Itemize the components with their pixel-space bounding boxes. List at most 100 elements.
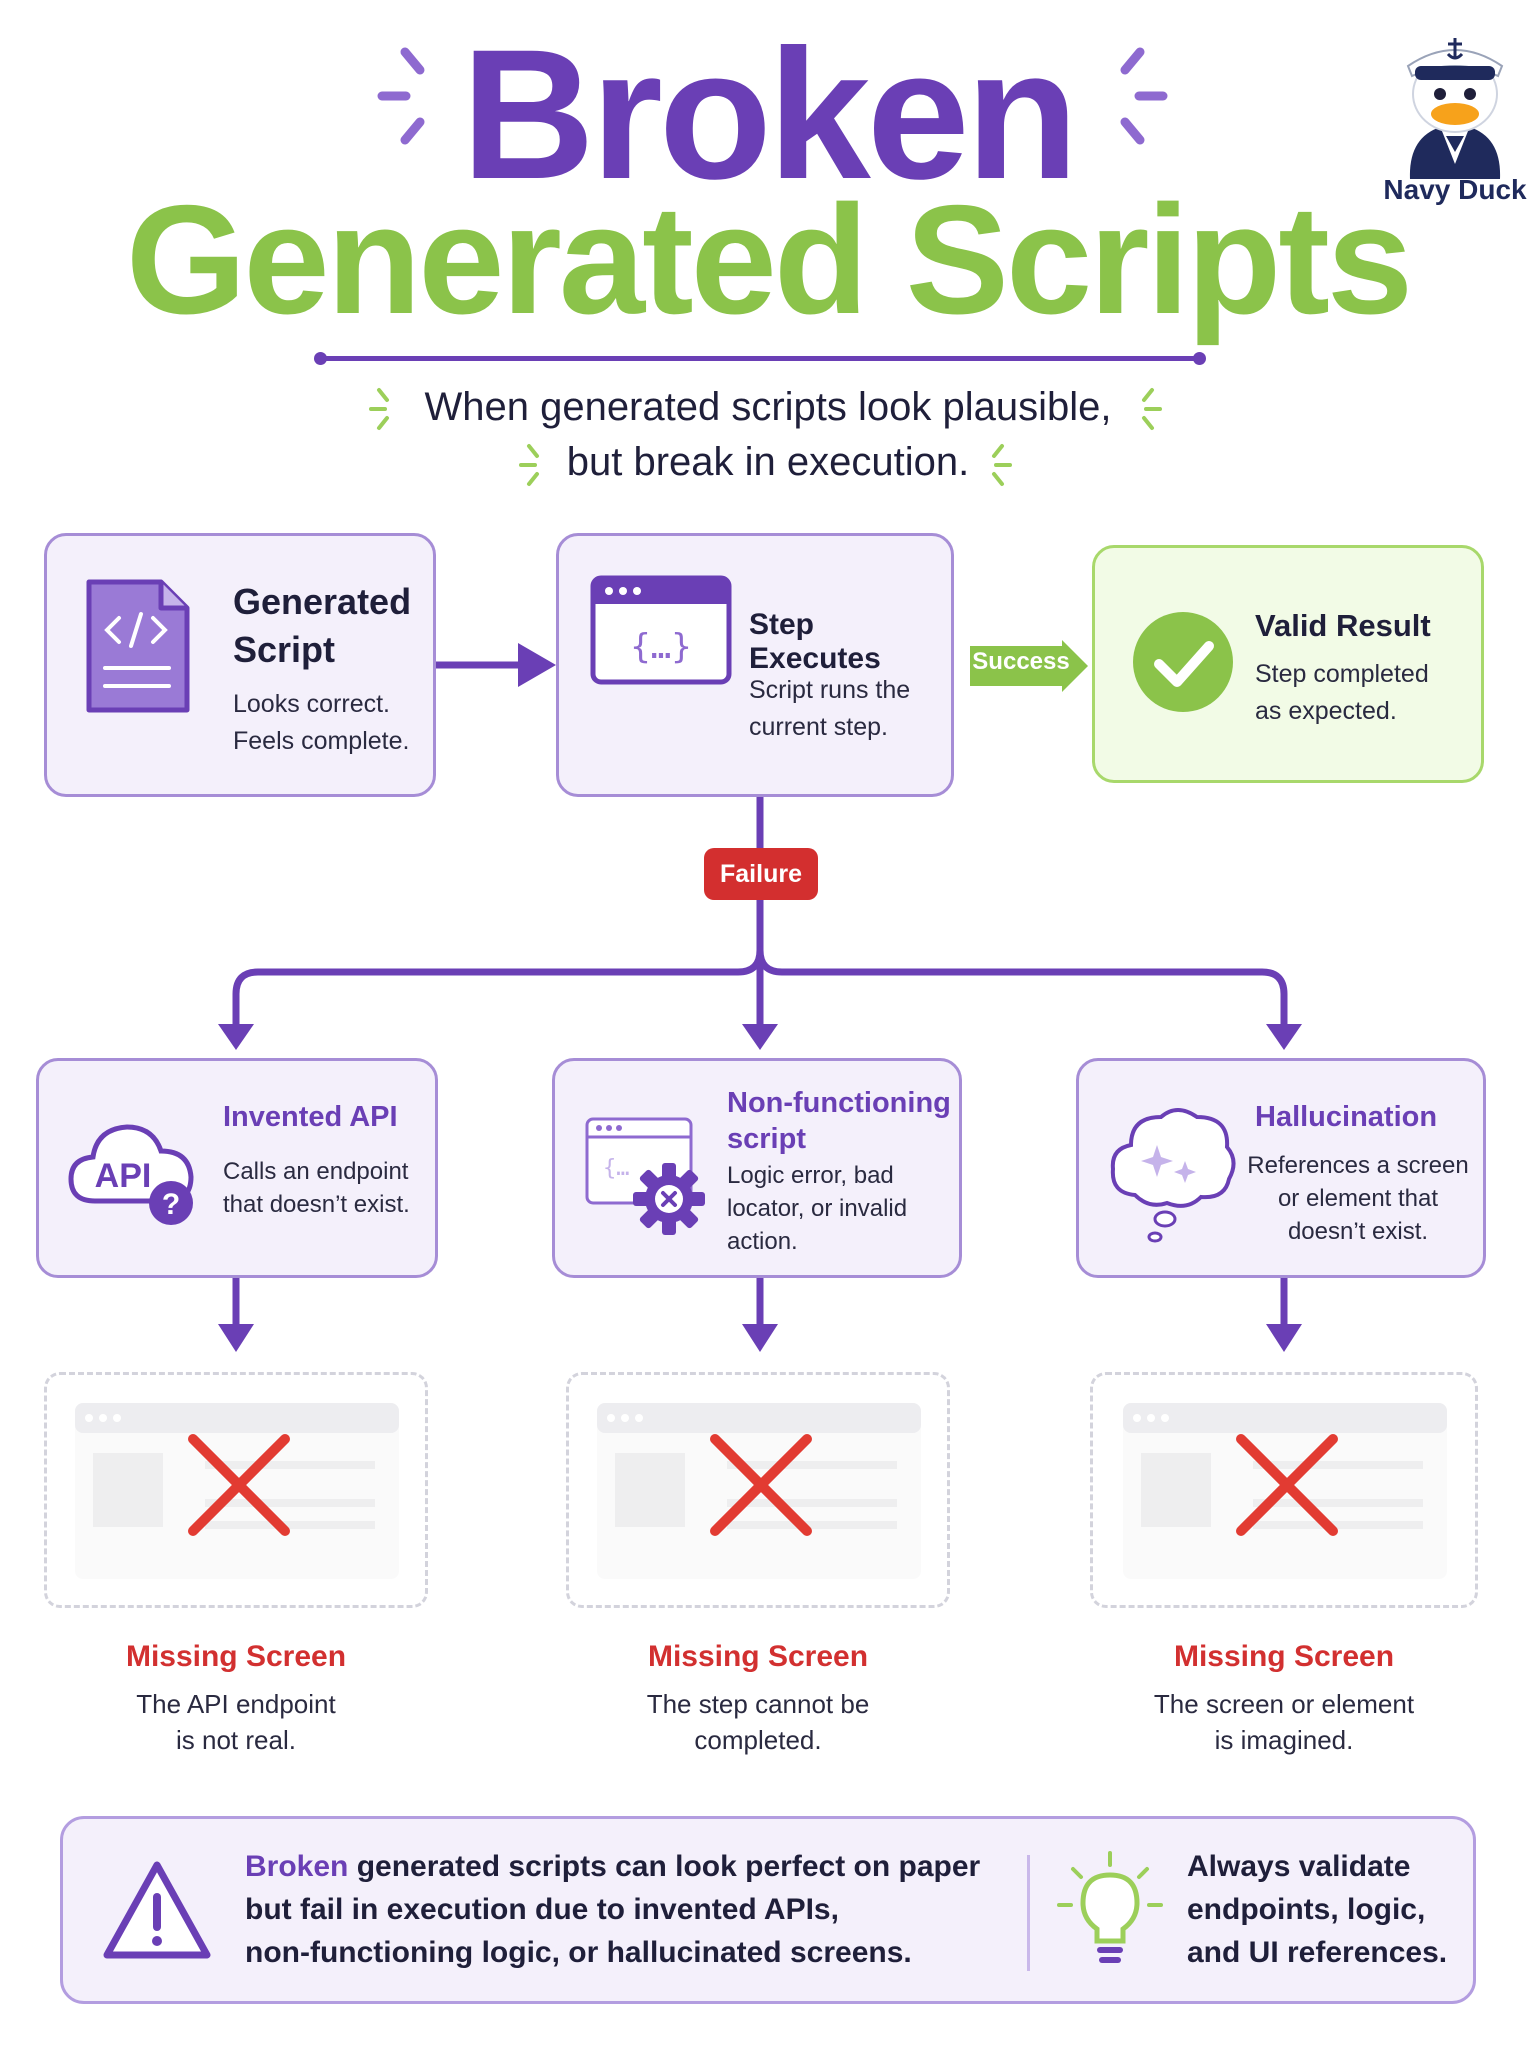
valid-text-line-2: as expected.: [1255, 697, 1397, 725]
missing-text-line-2: is not real.: [176, 1725, 296, 1755]
tip-line-2: endpoints, logic,: [1187, 1893, 1426, 1926]
hallucination-text-line-2: or element that: [1277, 1185, 1439, 1212]
invented-api-text-line-2: that doesn’t exist.: [223, 1191, 410, 1218]
missing-screen-text: The API endpoint is not real.: [36, 1686, 436, 1758]
invented-api-text-line-1: Calls an endpoint: [223, 1158, 409, 1185]
summary-line-3: non-functioning logic, or hallucinated s…: [245, 1936, 912, 1969]
missing-screen-icon: [75, 1403, 399, 1579]
step-executes-text: Script runs the current step.: [749, 672, 910, 746]
missing-screen-text: The screen or element is imagined.: [1084, 1686, 1484, 1758]
missing-screen-icon: [1123, 1403, 1447, 1579]
subtitle-line-2: but break in execution.: [566, 440, 970, 484]
navy-duck-mascot: Navy Duck: [1380, 14, 1530, 214]
callout-divider: [1027, 1855, 1030, 1971]
lightbulb-icon: [1057, 1851, 1163, 1963]
sparkle-left-icon: [377, 47, 425, 145]
title-divider: [314, 352, 1206, 365]
non-functioning-title: Non-functioning script: [727, 1085, 951, 1157]
arrow-down-icon: [218, 1324, 254, 1352]
summary-line-2: but fail in execution due to invented AP…: [245, 1893, 839, 1926]
missing-screen-icon: [597, 1403, 921, 1579]
success-arrow-icon: [970, 640, 1088, 692]
hallucination-card: Hallucination References a screen or ele…: [1076, 1058, 1486, 1278]
checkmark-icon: [1133, 612, 1233, 712]
summary-highlight: Broken: [245, 1850, 349, 1883]
api-cloud-icon: API ?: [68, 1124, 194, 1225]
step-text-line-1: Script runs the: [749, 676, 911, 704]
generated-text-line-2: Feels complete.: [233, 727, 410, 755]
valid-result-title: Valid Result: [1255, 608, 1431, 643]
generated-title-line-2: Script: [233, 629, 336, 670]
title-line-1: Broken: [461, 12, 1078, 218]
thought-cloud-icon: [1110, 1108, 1236, 1243]
non-functioning-script-card: {… Non-functioning script Logic error, b…: [552, 1058, 962, 1278]
sparkle-icon: [992, 444, 1012, 486]
arrow-down-icon: [1266, 1024, 1302, 1050]
svg-text:{…}: {…}: [630, 627, 691, 667]
non-functioning-text-line-2: locator, or invalid: [727, 1195, 908, 1222]
valid-text-line-1: Step completed: [1255, 660, 1429, 688]
non-functioning-title-line-1: Non-functioning: [727, 1087, 951, 1119]
step-executes-title: Step Executes: [749, 608, 881, 675]
missing-text-line-1: The API endpoint: [136, 1689, 336, 1719]
sparkle-right-icon: [1120, 47, 1168, 145]
missing-text-line-1: The screen or element: [1153, 1689, 1415, 1719]
non-functioning-text: Logic error, bad locator, or invalid act…: [727, 1159, 907, 1258]
summary-line-1-rest: generated scripts can look perfect on pa…: [348, 1850, 981, 1883]
duck-icon: [1406, 38, 1504, 179]
broken-script-gear-icon: {…: [585, 1117, 705, 1235]
generated-title-line-1: Generated: [233, 581, 412, 622]
summary-text: Broken generated scripts can look perfec…: [245, 1845, 980, 1974]
success-label: Success: [972, 648, 1070, 675]
non-functioning-text-line-1: Logic error, bad: [727, 1162, 894, 1189]
missing-screen-title: Missing Screen: [1173, 1640, 1395, 1673]
arrow-right-icon: [518, 643, 556, 687]
sparkle-icon: [519, 444, 539, 486]
hallucination-text-line-1: References a screen: [1247, 1152, 1469, 1179]
invented-api-text: Calls an endpoint that doesn’t exist.: [223, 1155, 410, 1221]
api-icon-label: API: [95, 1157, 152, 1195]
non-functioning-title-line-2: script: [727, 1123, 806, 1155]
tip-line-1: Always validate: [1187, 1850, 1411, 1883]
sparkle-icon: [1142, 388, 1162, 430]
missing-screen-text: The step cannot be completed.: [558, 1686, 958, 1758]
sparkle-icon: [369, 388, 389, 430]
generated-script-text: Looks correct. Feels complete.: [233, 686, 409, 760]
hallucination-text-line-3: doesn’t exist.: [1287, 1218, 1429, 1245]
generated-script-title: Generated Script: [233, 578, 411, 674]
generated-text-line-1: Looks correct.: [233, 690, 391, 718]
hallucination-title: Hallucination: [1255, 1101, 1438, 1133]
tip-text: Always validate endpoints, logic, and UI…: [1187, 1845, 1447, 1974]
hallucination-text: References a screen or element that does…: [1243, 1149, 1473, 1248]
code-window-icon: {…}: [590, 575, 732, 685]
title-line-2: Generated Scripts: [125, 173, 1413, 346]
valid-result-card: Valid Result Step completed as expected.: [1092, 545, 1484, 783]
arrow-down-icon: [742, 1024, 778, 1050]
arrow-down-icon: [218, 1024, 254, 1050]
mascot-label: Navy Duck: [1383, 174, 1527, 205]
step-text-line-2: current step.: [749, 713, 888, 741]
missing-text-line-1: The step cannot be: [646, 1689, 870, 1719]
missing-screen-frame: [566, 1372, 950, 1608]
missing-screen-title: Missing Screen: [647, 1640, 869, 1673]
invented-api-card: API ? Invented API Calls an endpoint tha…: [36, 1058, 438, 1278]
script-document-icon: [86, 579, 190, 713]
svg-text:?: ?: [162, 1188, 180, 1221]
arrow-down-icon: [1266, 1324, 1302, 1352]
svg-text:{…: {…: [603, 1156, 630, 1181]
invented-api-title: Invented API: [223, 1101, 398, 1133]
tip-line-3: and UI references.: [1187, 1936, 1448, 1969]
subtitle-line-1: When generated scripts look plausible,: [424, 385, 1112, 429]
missing-screen-title: Missing Screen: [125, 1640, 347, 1673]
warning-icon: [103, 1861, 211, 1959]
arrow-down-icon: [742, 1324, 778, 1352]
missing-screen-frame: [44, 1372, 428, 1608]
generated-script-card: Generated Script Looks correct. Feels co…: [44, 533, 436, 797]
missing-text-line-2: completed.: [694, 1725, 822, 1755]
summary-line-1: Broken generated scripts can look perfec…: [245, 1845, 980, 1888]
summary-callout: Broken generated scripts can look perfec…: [60, 1816, 1476, 2004]
non-functioning-text-line-3: action.: [727, 1228, 798, 1255]
valid-result-text: Step completed as expected.: [1255, 656, 1429, 730]
failure-label: Failure: [704, 848, 818, 900]
